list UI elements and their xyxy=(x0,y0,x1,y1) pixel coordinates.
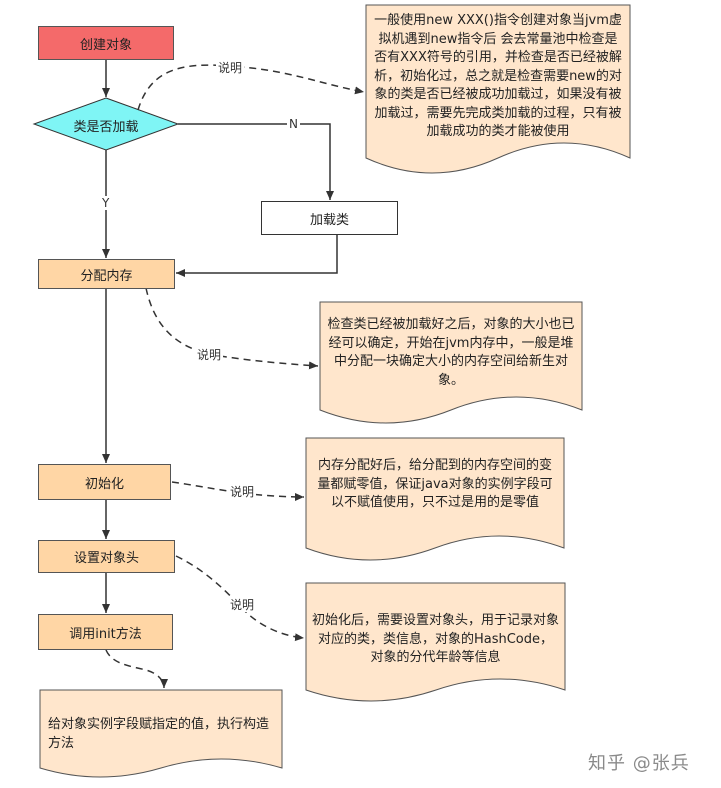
dashed-allocate-to-note xyxy=(145,287,319,370)
note-class-check-text: 一般使用new XXX()指令创建对象当jvm虚拟机遇到new指令后 会去常量池… xyxy=(374,13,622,139)
note-zero-init-text: 内存分配好后，给分配到的内存空间的变量都赋零值，保证java对象的实例字段可以不… xyxy=(317,458,553,510)
allocate-memory-node: 分配内存 xyxy=(38,259,175,289)
call-init-node: 调用init方法 xyxy=(38,614,173,650)
final-document-text: 给对象实例字段赋指定的值，执行构造方法 xyxy=(48,717,270,751)
allocate-memory-label: 分配内存 xyxy=(80,268,133,284)
note-memory-shape xyxy=(319,301,583,424)
note-header-text: 初始化后，需要设置对象头，用于记录对象对应的类，类信息，对象的HashCode，… xyxy=(312,613,560,665)
edge-label-note-4: 说明 xyxy=(228,598,257,612)
edge-label-note-1: 说明 xyxy=(216,61,245,75)
edge-decision-no xyxy=(178,123,334,200)
dashed-decision-to-note xyxy=(137,64,365,111)
note-header-shape xyxy=(305,582,566,702)
load-class-label: 加载类 xyxy=(309,212,349,228)
edge-label-yes: Y xyxy=(100,196,112,210)
load-class-node: 加载类 xyxy=(261,201,398,235)
dashed-header-to-note xyxy=(175,555,305,642)
initialize-label: 初始化 xyxy=(84,476,124,492)
edge-label-note-2: 说明 xyxy=(195,348,224,362)
create-object-node: 创建对象 xyxy=(38,26,174,60)
set-object-header-node: 设置对象头 xyxy=(38,540,175,573)
note-memory-text: 检查类已经被加载好之后，对象的大小也已经可以确定，开始在jvm内存中，一般是堆中… xyxy=(327,317,575,388)
set-object-header-label: 设置对象头 xyxy=(73,551,139,566)
create-object-label: 创建对象 xyxy=(79,37,132,53)
edge-label-no: N xyxy=(287,117,300,131)
initialize-node: 初始化 xyxy=(38,464,171,500)
edge-load-to-allocate xyxy=(176,235,338,277)
watermark: 知乎 @张兵 xyxy=(588,753,690,774)
dashed-call-init-to-final xyxy=(105,649,168,689)
call-init-label: 调用init方法 xyxy=(69,626,142,642)
final-document-shape xyxy=(39,689,283,778)
note-class-check-shape xyxy=(365,4,631,174)
note-zero-init-shape xyxy=(305,437,565,561)
decision-label: 类是否加载 xyxy=(56,116,156,135)
class-loaded-label: 类是否加载 xyxy=(73,120,139,135)
edge-label-note-3: 说明 xyxy=(228,485,257,499)
